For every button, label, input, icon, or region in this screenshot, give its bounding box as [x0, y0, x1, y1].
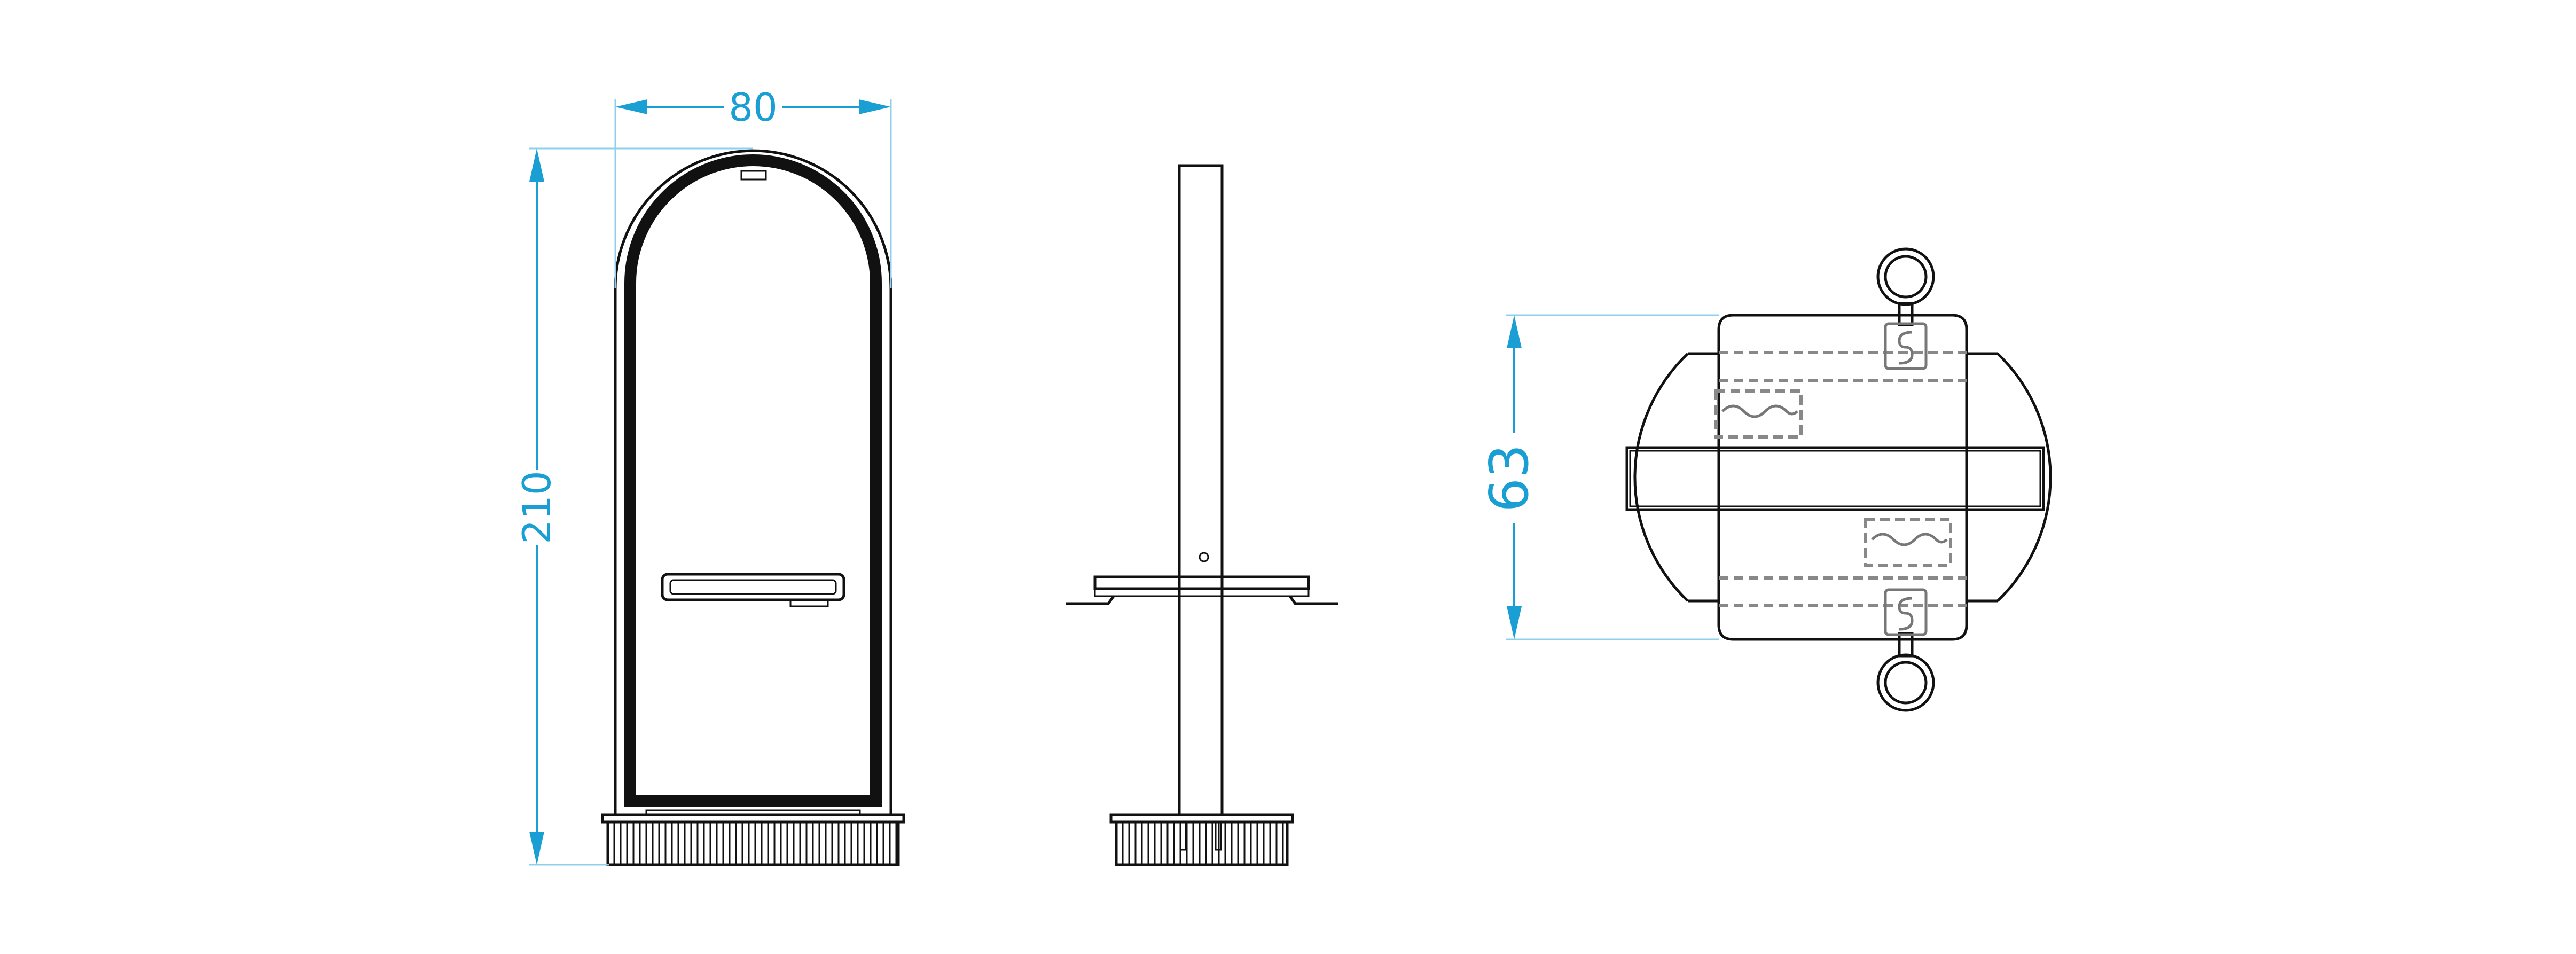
top-hidden-box-upper: [1714, 389, 1803, 439]
top-center-bar: [1625, 446, 2045, 511]
dimension-depth-arrow-bottom: [1507, 606, 1522, 639]
front-ribbed-base: [606, 820, 900, 866]
top-right-arc: [1996, 353, 2052, 602]
top-left-arc: [1633, 353, 1689, 602]
front-outer-frame: [614, 149, 892, 815]
side-ribs: [1122, 823, 1284, 864]
dimension-height: 210: [514, 147, 753, 866]
side-view: [1066, 164, 1338, 866]
dimension-depth: 63: [1478, 314, 1719, 640]
side-ribbed-base: [1115, 820, 1289, 866]
side-anchor-left: [1179, 821, 1187, 851]
side-shelf-right-bracket: [1288, 595, 1338, 605]
top-clamp-upper-s: [1898, 331, 1914, 365]
side-anchor-right: [1215, 821, 1222, 851]
top-hidden-pattern-upper: [1721, 404, 1798, 418]
top-clamp-upper: [1884, 322, 1928, 370]
front-tray-inner: [669, 579, 837, 595]
dimension-height-arrow-bottom: [529, 832, 544, 865]
dimension-height-label: 210: [514, 471, 559, 544]
dimension-width-arrow-left: [615, 99, 647, 114]
top-hidden-pattern-lower: [1871, 533, 1948, 546]
front-tray-foot: [789, 599, 829, 607]
dimension-height-arrow-top: [529, 148, 544, 182]
dimension-width-arrow-right: [859, 99, 891, 114]
dimension-depth-arrow-top: [1507, 315, 1522, 348]
top-hidden-box-lower: [1864, 518, 1952, 567]
front-top-plate: [740, 170, 767, 181]
top-center-bar-inner: [1629, 450, 2041, 507]
top-clamp-lower: [1884, 588, 1928, 636]
front-ribs: [613, 823, 897, 864]
top-view: [1625, 247, 2052, 712]
top-ring-lower-stem: [1898, 632, 1914, 658]
top-body: [1717, 314, 1968, 641]
top-ring-upper-inner: [1884, 255, 1928, 299]
side-screw: [1199, 552, 1209, 562]
side-shelf-left-bracket: [1066, 595, 1115, 605]
side-post: [1178, 164, 1224, 816]
front-tray: [661, 573, 845, 601]
dimension-depth-label: 63: [1478, 444, 1540, 512]
front-view: [601, 149, 905, 866]
dimension-width: 80: [614, 85, 892, 288]
dimension-width-label: 80: [729, 85, 778, 130]
top-clamp-lower-s: [1898, 597, 1914, 631]
side-shelf-top: [1093, 575, 1310, 590]
front-inner-frame: [624, 154, 882, 807]
front-base-step: [645, 809, 861, 816]
top-ring-lower-inner: [1884, 661, 1928, 705]
side-shelf-mid: [1094, 588, 1310, 597]
